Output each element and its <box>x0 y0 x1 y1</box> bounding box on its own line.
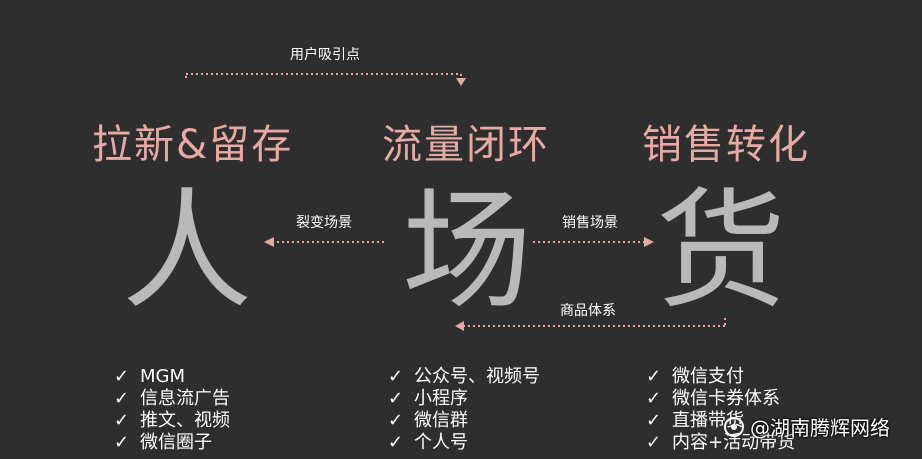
watermark: @湖南腾辉网络 <box>724 412 890 441</box>
top-bracket-arrowhead <box>456 78 466 86</box>
list-item: ✓推文、视频 <box>114 410 230 431</box>
label-viral-scene: 裂变场景 <box>296 215 352 231</box>
list-venue: ✓公众号、视频号 ✓小程序 ✓微信群 ✓个人号 <box>388 366 540 454</box>
right-arrowhead <box>644 237 654 247</box>
headline-sales-conversion: 销售转化 <box>642 122 810 168</box>
check-icon: ✓ <box>646 388 662 409</box>
check-icon: ✓ <box>114 366 130 387</box>
big-char-goods: 货 <box>656 175 787 327</box>
list-item: ✓微信群 <box>388 410 468 431</box>
check-icon: ✓ <box>646 410 662 431</box>
list-item: ✓信息流广告 <box>114 388 230 409</box>
label-product-system: 商品体系 <box>560 303 616 319</box>
check-icon: ✓ <box>114 410 130 431</box>
check-icon: ✓ <box>388 410 404 431</box>
label-sales-scene: 销售场景 <box>562 215 618 231</box>
watermark-text: @湖南腾辉网络 <box>750 416 890 440</box>
check-icon: ✓ <box>646 366 662 387</box>
bottom-bracket-arrow <box>462 318 726 327</box>
list-item: ✓个人号 <box>388 432 468 453</box>
list-item: ✓微信卡券体系 <box>646 388 780 409</box>
bottom-bracket-arrowhead <box>455 321 464 331</box>
top-bracket-arrow <box>185 73 462 80</box>
check-icon: ✓ <box>646 432 662 453</box>
big-char-people: 人 <box>122 175 253 327</box>
list-item: ✓公众号、视频号 <box>388 366 540 387</box>
list-item: ✓微信支付 <box>646 366 744 387</box>
list-item: ✓内容+活动带货 <box>646 432 796 453</box>
top-arrow-label: 用户吸引点 <box>290 47 360 63</box>
check-icon: ✓ <box>114 388 130 409</box>
list-people: ✓MGM ✓信息流广告 ✓推文、视频 ✓微信圈子 <box>114 366 230 454</box>
left-arrowhead <box>264 237 274 247</box>
check-icon: ✓ <box>388 432 404 453</box>
list-goods: ✓微信支付 ✓微信卡券体系 ✓直播带货 ✓内容+活动带货 <box>646 366 795 454</box>
check-icon: ✓ <box>388 366 404 387</box>
headline-traffic-loop: 流量闭环 <box>382 122 550 168</box>
check-icon: ✓ <box>114 432 130 453</box>
headline-acquisition-retention: 拉新&留存 <box>92 122 294 168</box>
list-item: ✓小程序 <box>388 388 468 409</box>
camera-icon <box>724 416 744 437</box>
big-char-venue: 场 <box>402 175 533 327</box>
list-item: ✓微信圈子 <box>114 432 212 453</box>
list-item: ✓MGM <box>114 366 186 387</box>
check-icon: ✓ <box>388 388 404 409</box>
